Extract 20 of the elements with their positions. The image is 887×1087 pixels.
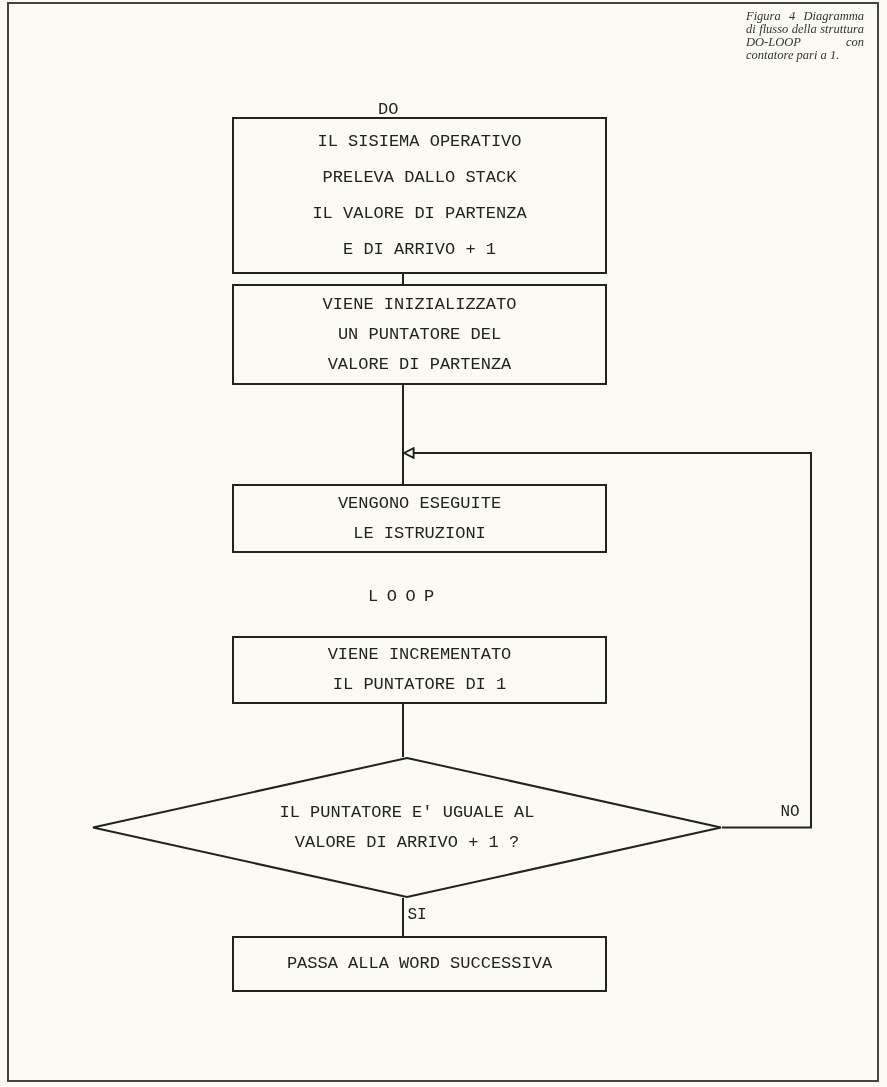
section-label: LOOP <box>368 587 443 606</box>
box-text: IL PUNTATORE E' UGUALE AL VALORE DI ARRIVO + 1 ? <box>278 801 536 854</box>
connector-line <box>402 384 404 485</box>
decision-diamond <box>92 757 722 898</box>
process-box <box>232 636 607 704</box>
box-text: VENGONO ESEGUITE LE ISTRUZIONI <box>336 492 503 545</box>
process-box <box>232 936 607 992</box>
box-text: VIENE INCREMENTATO IL PUNTATORE DI 1 <box>326 644 513 696</box>
connector-line <box>402 273 404 285</box>
process-box <box>232 284 607 385</box>
section-label: DO <box>378 100 399 119</box>
connector-line <box>403 447 812 829</box>
connector-line <box>402 897 404 937</box>
box-text: PASSA ALLA WORD SUCCESSIVA <box>286 953 553 975</box>
process-box <box>232 484 607 553</box>
box-text: VIENE INIZIALIZZATO UN PUNTATORE DEL VALORE DI PARTENZA <box>321 293 518 376</box>
figure-caption: Figura 4 Diagramma di flusso della struttura DO-LOOP con contatore pari a 1. <box>746 10 864 62</box>
process-box <box>232 117 607 274</box>
box-text: IL SISIEMA OPERATIVO PRELEVA DALLO STACK IL VALORE DI PARTENZA E DI ARRIVO + 1 <box>311 130 528 261</box>
connector-line <box>402 703 404 758</box>
